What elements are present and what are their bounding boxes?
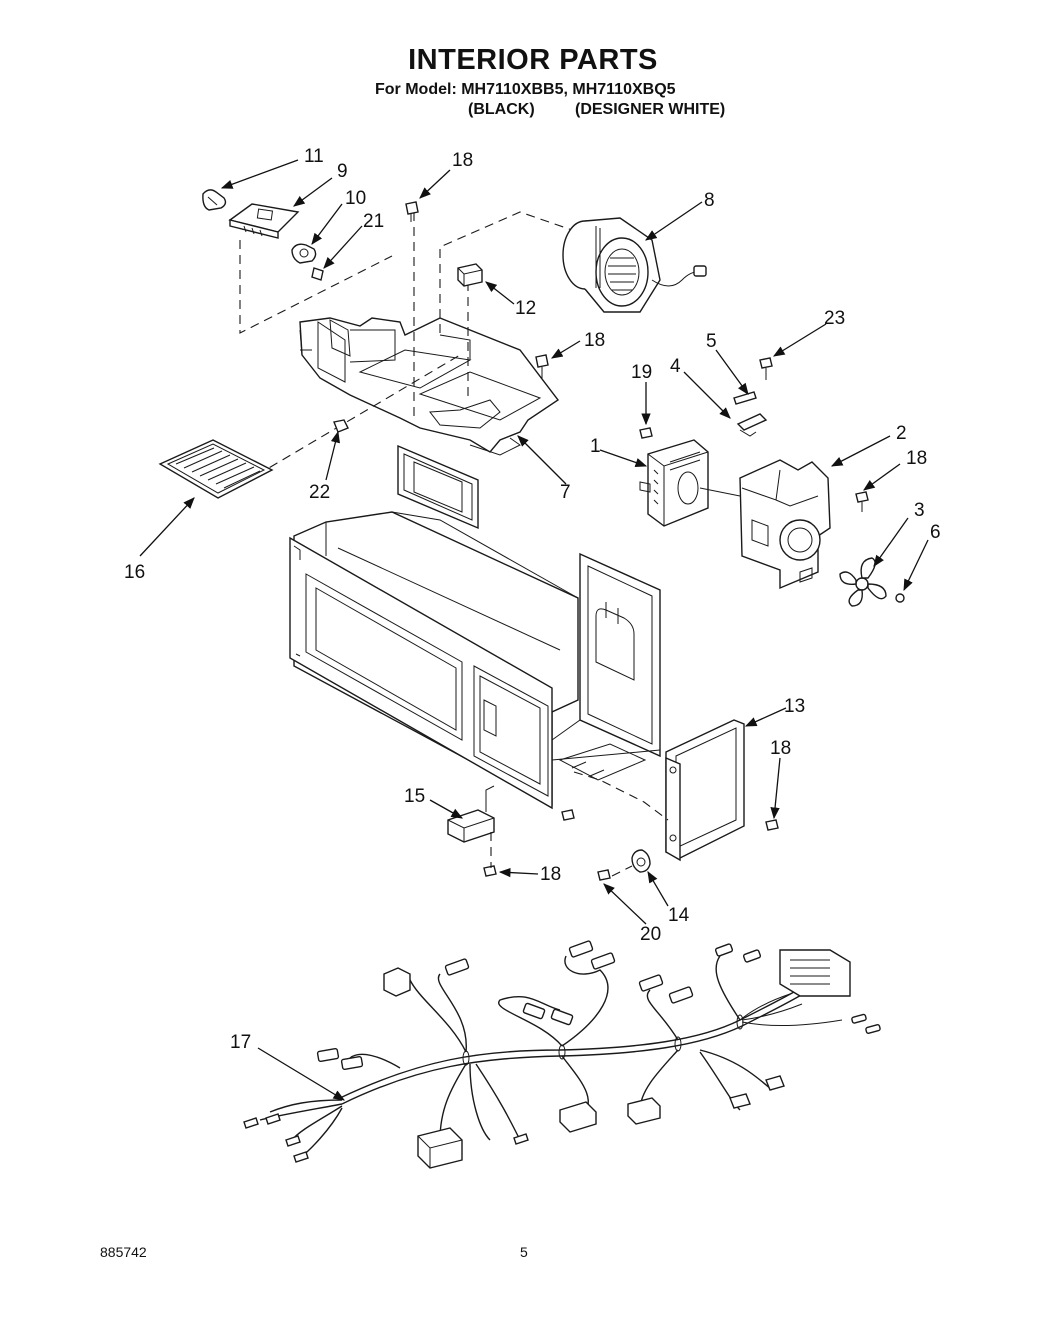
screw-18-d-part xyxy=(765,819,779,831)
screw-18-e-part xyxy=(483,865,497,877)
screw-20-part xyxy=(597,869,611,881)
page-number: 5 xyxy=(520,1244,528,1260)
callout-9: 9 xyxy=(337,161,348,182)
callout-14: 14 xyxy=(668,905,690,926)
lamp-holder-part xyxy=(631,849,651,873)
callout-11: 11 xyxy=(304,146,324,167)
screw-23-part xyxy=(759,357,773,380)
fan-shroud-part xyxy=(739,459,831,590)
callout-5: 5 xyxy=(706,331,717,352)
callout-labels: 11 9 10 21 18 8 12 18 23 5 19 4 1 2 18 3… xyxy=(124,146,941,1053)
callout-12: 12 xyxy=(515,298,536,319)
thermal-fuse-part xyxy=(733,391,768,437)
nut-part xyxy=(895,593,905,603)
screw-18-top-part xyxy=(405,201,419,222)
grease-filter-part xyxy=(158,439,274,499)
oven-light-cover-part xyxy=(665,719,745,862)
guide-line-lamp xyxy=(573,771,669,821)
callout-15: 15 xyxy=(404,786,425,807)
callout-4: 4 xyxy=(670,356,681,377)
callout-7: 7 xyxy=(560,482,571,503)
callout-18-c: 18 xyxy=(906,448,927,469)
callout-18-top: 18 xyxy=(452,150,473,171)
callout-19: 19 xyxy=(631,362,652,383)
callout-1: 1 xyxy=(590,436,601,457)
guide-line-fan-motor xyxy=(439,211,573,333)
light-bulb-part xyxy=(202,189,227,211)
callout-leaders xyxy=(139,159,929,1101)
thermal-cutout-part xyxy=(457,263,483,287)
callout-18-b: 18 xyxy=(584,330,605,351)
callout-17: 17 xyxy=(230,1032,251,1053)
light-socket-part xyxy=(291,243,317,264)
fan-motor-part xyxy=(639,439,741,527)
fan-blade-part xyxy=(839,557,887,607)
callout-23: 23 xyxy=(824,308,845,329)
screw-19-part xyxy=(639,427,653,439)
light-socket-plate-part xyxy=(228,203,300,239)
screw-18-cavity-part xyxy=(561,809,575,821)
assembly-guide-line xyxy=(239,240,393,334)
callout-8: 8 xyxy=(704,190,715,211)
callout-16: 16 xyxy=(124,562,145,583)
callout-21: 21 xyxy=(363,211,384,232)
model-line: For Model: MH7110XBB5, MH7110XBQ5 xyxy=(375,81,676,98)
page-title: INTERIOR PARTS xyxy=(408,44,658,76)
variant-white-label: (DESIGNER WHITE) xyxy=(575,101,726,118)
screw-18-c-part xyxy=(855,491,869,512)
document-number: 885742 xyxy=(100,1244,147,1260)
oven-cavity-part xyxy=(289,444,661,810)
callout-18-e: 18 xyxy=(540,864,561,885)
screw-21-part xyxy=(311,267,324,281)
wire-harness-part xyxy=(243,940,881,1169)
screw-22-part xyxy=(333,419,349,433)
blower-motor-part xyxy=(562,217,707,313)
callout-22: 22 xyxy=(309,482,330,503)
screw-18-b-part xyxy=(535,354,549,379)
callout-13: 13 xyxy=(784,696,805,717)
callout-18-d: 18 xyxy=(770,738,791,759)
guide-line-lamp-screw xyxy=(611,865,633,877)
callout-6: 6 xyxy=(930,522,941,543)
callout-20: 20 xyxy=(640,924,661,945)
air-duct-assembly-part xyxy=(299,317,560,456)
callout-10: 10 xyxy=(345,188,366,209)
callout-2: 2 xyxy=(896,423,907,444)
variant-black-label: (BLACK) xyxy=(468,101,535,118)
callout-3: 3 xyxy=(914,500,925,521)
